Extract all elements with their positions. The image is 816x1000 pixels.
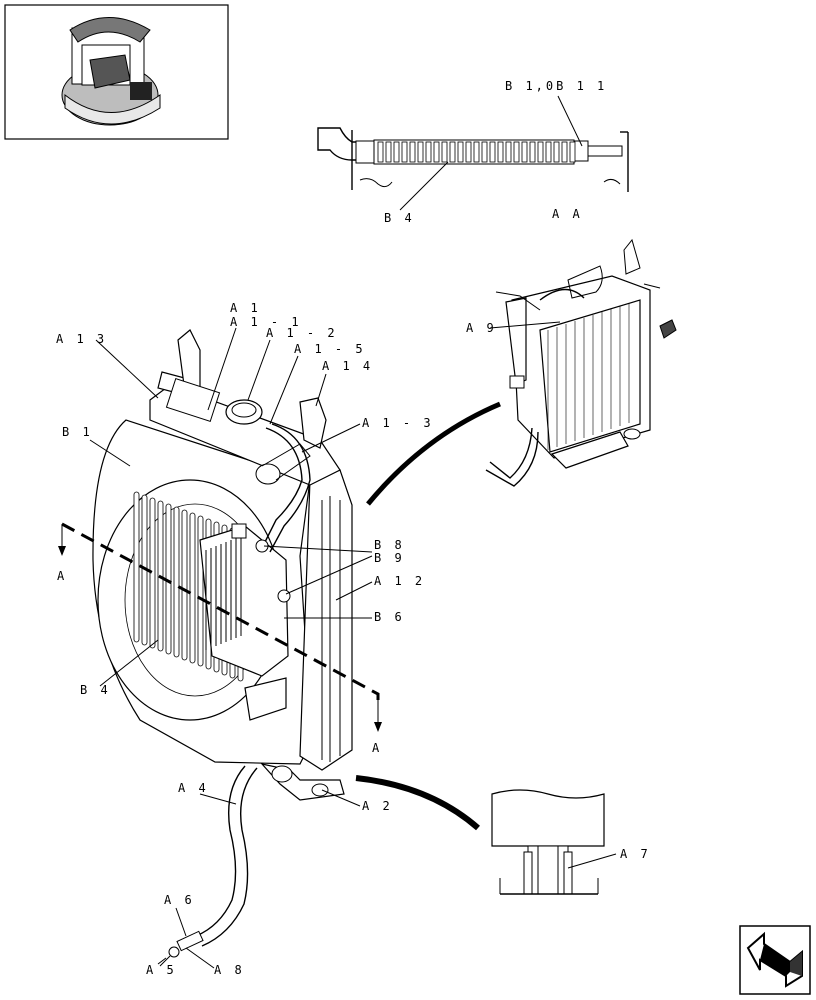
- machine-thumbnail: [4, 4, 229, 140]
- label-b1-0b11: B 1,0B 1 1: [505, 79, 607, 93]
- label-b4-top: B 4: [384, 211, 415, 225]
- section-aa-view: [317, 127, 629, 192]
- return-arrow-icon: [746, 931, 803, 988]
- label-a-left: A: [57, 569, 67, 583]
- label-b6: B 6: [374, 610, 405, 624]
- label-b1: B 1: [62, 425, 93, 439]
- label-a4: A 4: [178, 781, 209, 795]
- label-a14: A 1 4: [322, 359, 373, 373]
- label-a1-1: A 1 - 1: [230, 315, 302, 329]
- label-a2: A 2: [362, 799, 393, 813]
- radiator-assembly: [92, 329, 353, 965]
- label-a1-3: A 1 - 3: [362, 416, 434, 430]
- label-a5: A 5: [146, 963, 177, 977]
- label-b4-main: B 4: [80, 683, 111, 697]
- label-a1-2: A 1 - 2: [266, 326, 338, 340]
- label-b8: B 8: [374, 538, 405, 552]
- label-a1-5: A 1 - 5: [294, 342, 366, 356]
- bottom-mount-detail: [491, 789, 605, 895]
- label-a1: A 1: [230, 301, 261, 315]
- return-arrow-button[interactable]: [739, 925, 811, 995]
- radiator-mounted-view: [485, 238, 677, 487]
- label-a7: A 7: [620, 847, 651, 861]
- label-a13: A 1 3: [56, 332, 107, 346]
- label-a6: A 6: [164, 893, 195, 907]
- label-a12: A 1 2: [374, 574, 425, 588]
- oil-cooler-coil: [373, 139, 576, 165]
- label-a9: A 9: [466, 321, 497, 335]
- label-a8: A 8: [214, 963, 245, 977]
- label-a-right: A: [372, 741, 382, 755]
- label-b9: B 9: [374, 551, 405, 565]
- label-aa: A A: [552, 207, 583, 221]
